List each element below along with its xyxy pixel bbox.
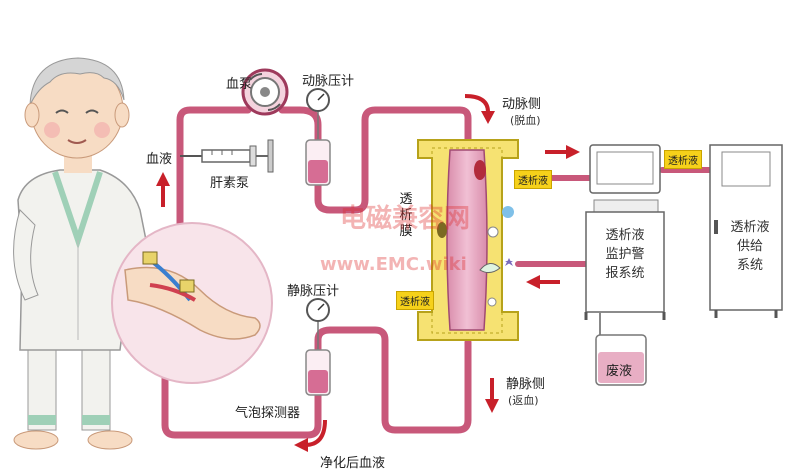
bubble-detector-label: 气泡探测器 bbox=[235, 406, 301, 421]
heparin-pump-label: 肝素泵 bbox=[210, 176, 250, 191]
venous-side-label: 静脉侧 bbox=[506, 377, 546, 392]
flow-arrows bbox=[156, 94, 580, 452]
arterial-side-sub-label: (脱血) bbox=[510, 114, 541, 127]
watermark-line1: 电磁兼容网 bbox=[340, 204, 471, 234]
supply-system-unit bbox=[709, 144, 783, 318]
monitor-alarm-system-label: 透析液 监护警 报系统 bbox=[605, 228, 645, 281]
arterial-pressure-gauge-label: 动脉压计 bbox=[302, 74, 355, 89]
arterial-pressure-gauge-icon bbox=[305, 88, 331, 186]
blood-tubing bbox=[146, 106, 472, 439]
blood-pump-icon bbox=[241, 68, 289, 116]
arterial-side-label: 动脉侧 bbox=[502, 97, 542, 112]
supply-system-label: 透析液 供给 系统 bbox=[730, 220, 770, 273]
heparin-syringe-icon bbox=[180, 139, 274, 173]
blood-label: 血液 bbox=[146, 152, 173, 167]
watermark-line2: www.EMC.wiki bbox=[320, 254, 467, 275]
dialysate-tag-dialyzer-in: 透析液 bbox=[514, 170, 552, 189]
venous-pressure-gauge-label: 静脉压计 bbox=[287, 284, 340, 299]
monitor-alarm-unit bbox=[584, 144, 666, 335]
arm-closeup bbox=[111, 222, 273, 384]
dialysate-tag-supply: 透析液 bbox=[664, 150, 702, 169]
waste-beaker-icon bbox=[595, 334, 647, 386]
waste-liquid-label: 废液 bbox=[606, 364, 633, 379]
dialyzer-icon bbox=[417, 139, 519, 341]
patient-figure bbox=[13, 57, 151, 450]
dialysate-tag-dialyzer-out: 透析液 bbox=[396, 291, 434, 310]
purified-blood-label: 净化后血液 bbox=[320, 456, 386, 471]
blood-pump-label: 血泵 bbox=[226, 77, 253, 92]
venous-pressure-gauge-icon bbox=[305, 298, 331, 396]
dialysis-membrane-label: 透析膜 bbox=[399, 192, 413, 239]
venous-side-sub-label: (返血) bbox=[508, 394, 539, 407]
